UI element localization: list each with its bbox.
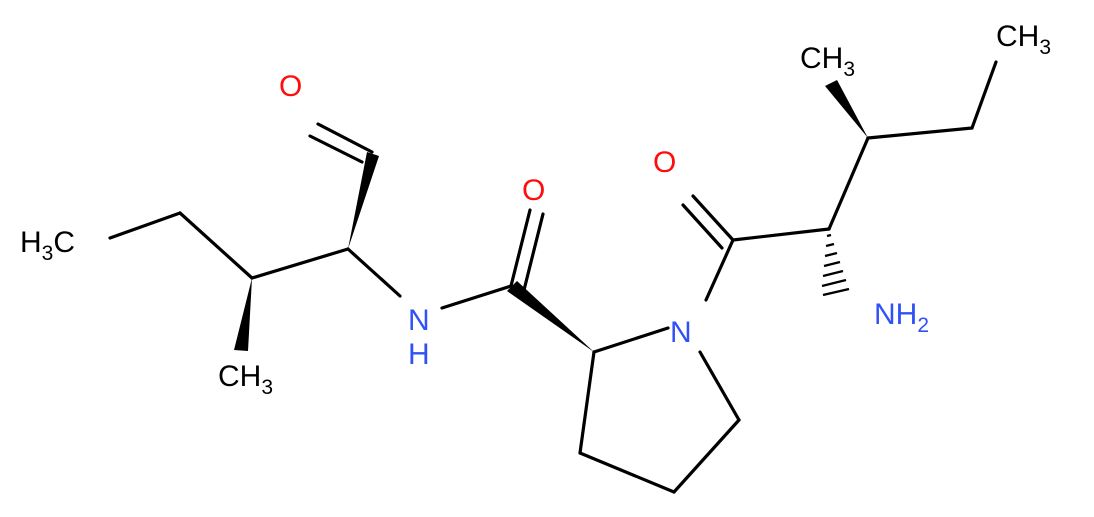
atom-n-ring: N	[670, 316, 692, 349]
bond-ketone-co-2	[681, 203, 724, 250]
atom-o-ketone: O	[653, 146, 676, 179]
bond-cgamma-ch3	[970, 60, 998, 130]
bond-cbeta-cgamma	[866, 126, 974, 140]
bond-calpha-nh	[346, 247, 402, 298]
bond-ch3-left-c1	[108, 211, 182, 240]
bond-lines	[108, 60, 998, 494]
atom-nh-amide: N H	[408, 304, 430, 371]
atom-h3c-left: H3C	[20, 226, 75, 265]
svg-text:N: N	[408, 304, 430, 337]
bond-ring-n-cd	[698, 350, 741, 422]
bond-aldehyde-co-2	[308, 134, 364, 164]
wedge-proline-ca-amide	[507, 281, 594, 352]
bond-ketone-c-calpha	[731, 227, 831, 242]
atom-nh2-amine: NH2	[874, 298, 929, 337]
stereo-wedges	[234, 80, 868, 352]
atom-o-amide: O	[522, 174, 545, 207]
atom-ch3-top-right: CH3	[996, 20, 1051, 59]
bond-ring-ca-n	[592, 326, 670, 354]
wedge-c2-ch3-bottom	[234, 278, 252, 351]
atom-ch3-bottom: CH3	[218, 360, 273, 399]
bond-amide-co-2	[522, 212, 545, 292]
atom-labels: O O O N N H NH2 H3C CH3 CH3 CH3	[20, 20, 1051, 399]
atom-o-aldehyde: O	[279, 70, 302, 103]
bond-calpha-cbeta	[827, 136, 870, 231]
bond-c2-calpha	[250, 247, 350, 280]
wedge-calpha-aldehyde	[348, 152, 379, 249]
bond-ketone-co-1	[691, 194, 735, 242]
svg-text:H: H	[408, 338, 430, 371]
stereo-hash-calpha-nh2	[821, 233, 850, 297]
bond-c1-c2	[178, 211, 254, 280]
bond-amide-co-1	[509, 208, 532, 288]
bond-nh-c-amide	[440, 284, 513, 310]
bond-n-ketone-c	[704, 238, 735, 302]
bond-aldehyde-co-1	[316, 122, 374, 154]
wedge-cbeta-ch3-top	[825, 80, 868, 138]
bond-ring-cg-cb	[578, 451, 676, 494]
atom-ch3-top-mid: CH3	[800, 42, 855, 81]
bond-ring-cb-ca	[578, 350, 596, 455]
bond-ring-cd-cg	[672, 418, 741, 494]
